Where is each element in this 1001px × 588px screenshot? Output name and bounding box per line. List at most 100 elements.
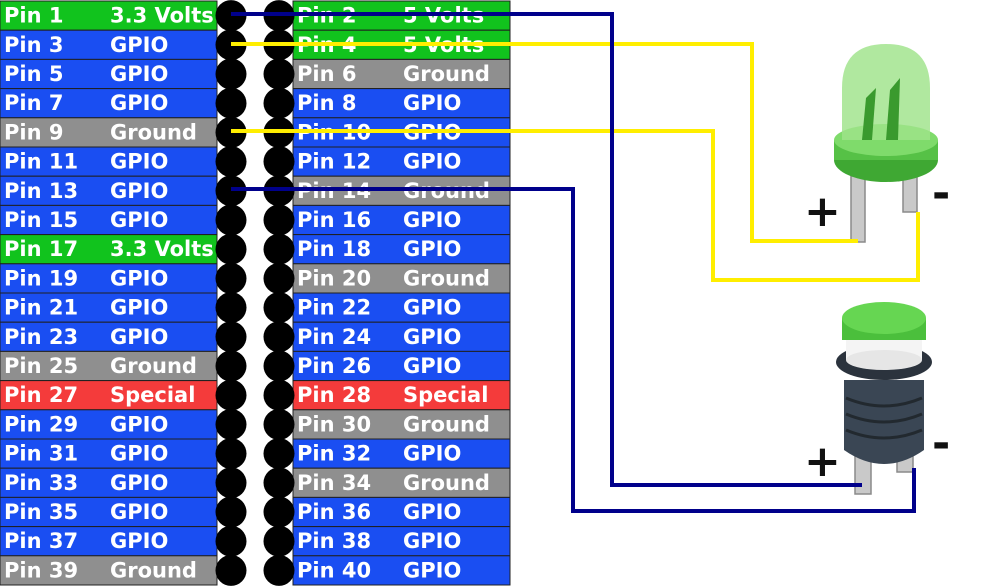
button-cap-top (842, 302, 926, 334)
button-minus-label: - (932, 418, 950, 469)
header-pin-odd (215, 496, 247, 528)
pin-number: Pin 17 (4, 237, 78, 261)
pin-cell-gpio (0, 263, 218, 294)
header-pin-odd (215, 379, 247, 411)
pin-function: GPIO (110, 62, 168, 86)
pin-number: Pin 16 (297, 208, 371, 232)
led-icon (834, 44, 938, 243)
pin-function: GPIO (110, 266, 168, 290)
header-pin-odd (215, 321, 247, 353)
wire-pin13-to-button-minus (231, 187, 916, 513)
pin-number: Pin 39 (4, 558, 78, 582)
left-pin-row: Pin 25 Ground (0, 350, 218, 382)
pin-number: Pin 6 (297, 62, 356, 86)
header-pin-odd (215, 262, 247, 294)
wire-pin9-to-led-minus (231, 129, 920, 282)
pin-number: Pin 20 (297, 266, 371, 290)
header-pin-even (263, 379, 295, 411)
pin-function: GPIO (403, 91, 461, 115)
pin-cell-gpio (0, 409, 218, 440)
pin-number: Pin 5 (4, 62, 63, 86)
button-ridge-3 (845, 428, 923, 440)
pin-function: GPIO (403, 150, 461, 174)
led-inner-lead-2 (886, 78, 900, 140)
right-pin-row: Pin 32 GPIO (292, 438, 511, 469)
pin-cell-gpio (292, 234, 511, 265)
pin-function: GPIO (110, 91, 168, 115)
pin-cell-gpio (0, 204, 218, 236)
pin-number: Pin 30 (297, 412, 371, 436)
header-pin-odd (215, 350, 247, 382)
pin-number: Pin 32 (297, 442, 371, 466)
pin-number: Pin 29 (4, 412, 78, 436)
pin-number: Pin 25 (4, 354, 78, 378)
wires (231, 12, 920, 513)
pin-number: Pin 40 (297, 558, 371, 582)
pin-function: GPIO (403, 500, 461, 524)
left-pin-row: Pin 17 3.3 Volts (0, 234, 218, 265)
pin-cell-gpio (0, 29, 218, 60)
pin-cell-power (0, 234, 218, 265)
pin-cell-gpio (292, 496, 511, 528)
pin-function: Ground (403, 266, 490, 290)
led-leg-plus (850, 175, 866, 243)
pin-cell-gpio (292, 146, 511, 177)
pin-number: Pin 12 (297, 150, 371, 174)
header-pin-even (263, 292, 295, 324)
led-dome (842, 44, 930, 140)
pin-function: GPIO (403, 237, 461, 261)
pin-function: Ground (110, 354, 197, 378)
pin-function: GPIO (110, 150, 168, 174)
pin-cell-ground (292, 409, 511, 440)
header-pin-even (263, 408, 295, 440)
pin-cell-ground (0, 555, 218, 586)
led-plus-label: + (804, 186, 841, 237)
pin-function: GPIO (403, 296, 461, 320)
pin-number: Pin 31 (4, 442, 78, 466)
pin-cell-ground (0, 350, 218, 382)
header-pin-odd (215, 292, 247, 324)
pin-number: Pin 24 (297, 325, 371, 349)
pin-function: GPIO (110, 442, 168, 466)
header-pin-even (263, 525, 295, 557)
header-pin-even (263, 321, 295, 353)
pin-function: GPIO (403, 442, 461, 466)
button-ridge-2 (845, 412, 923, 424)
pin-cell-gpio (292, 88, 511, 119)
pin-function: Ground (110, 120, 197, 144)
pin-cell-gpio (292, 350, 511, 382)
pin-number: Pin 3 (4, 33, 63, 57)
pin-cell-gpio (0, 467, 218, 498)
pin-number: Pin 8 (297, 91, 356, 115)
pin-function: GPIO (110, 529, 168, 553)
pin-number: Pin 33 (4, 471, 78, 495)
pin-function: GPIO (110, 500, 168, 524)
header-pin-odd (215, 204, 247, 236)
pin-cell-gpio (0, 526, 218, 557)
pin-cell-gpio (292, 438, 511, 469)
pin-function: GPIO (403, 354, 461, 378)
left-pin-row: Pin 5 GPIO (0, 58, 218, 90)
pin-number: Pin 23 (4, 325, 78, 349)
header-pin-odd (215, 87, 247, 119)
pin-number: Pin 37 (4, 529, 78, 553)
pin-function: 3.3 Volts (110, 237, 214, 261)
pin-cell-ground (292, 58, 511, 90)
pin-number: Pin 15 (4, 208, 78, 232)
right-pin-row: Pin 8 GPIO (292, 88, 511, 119)
